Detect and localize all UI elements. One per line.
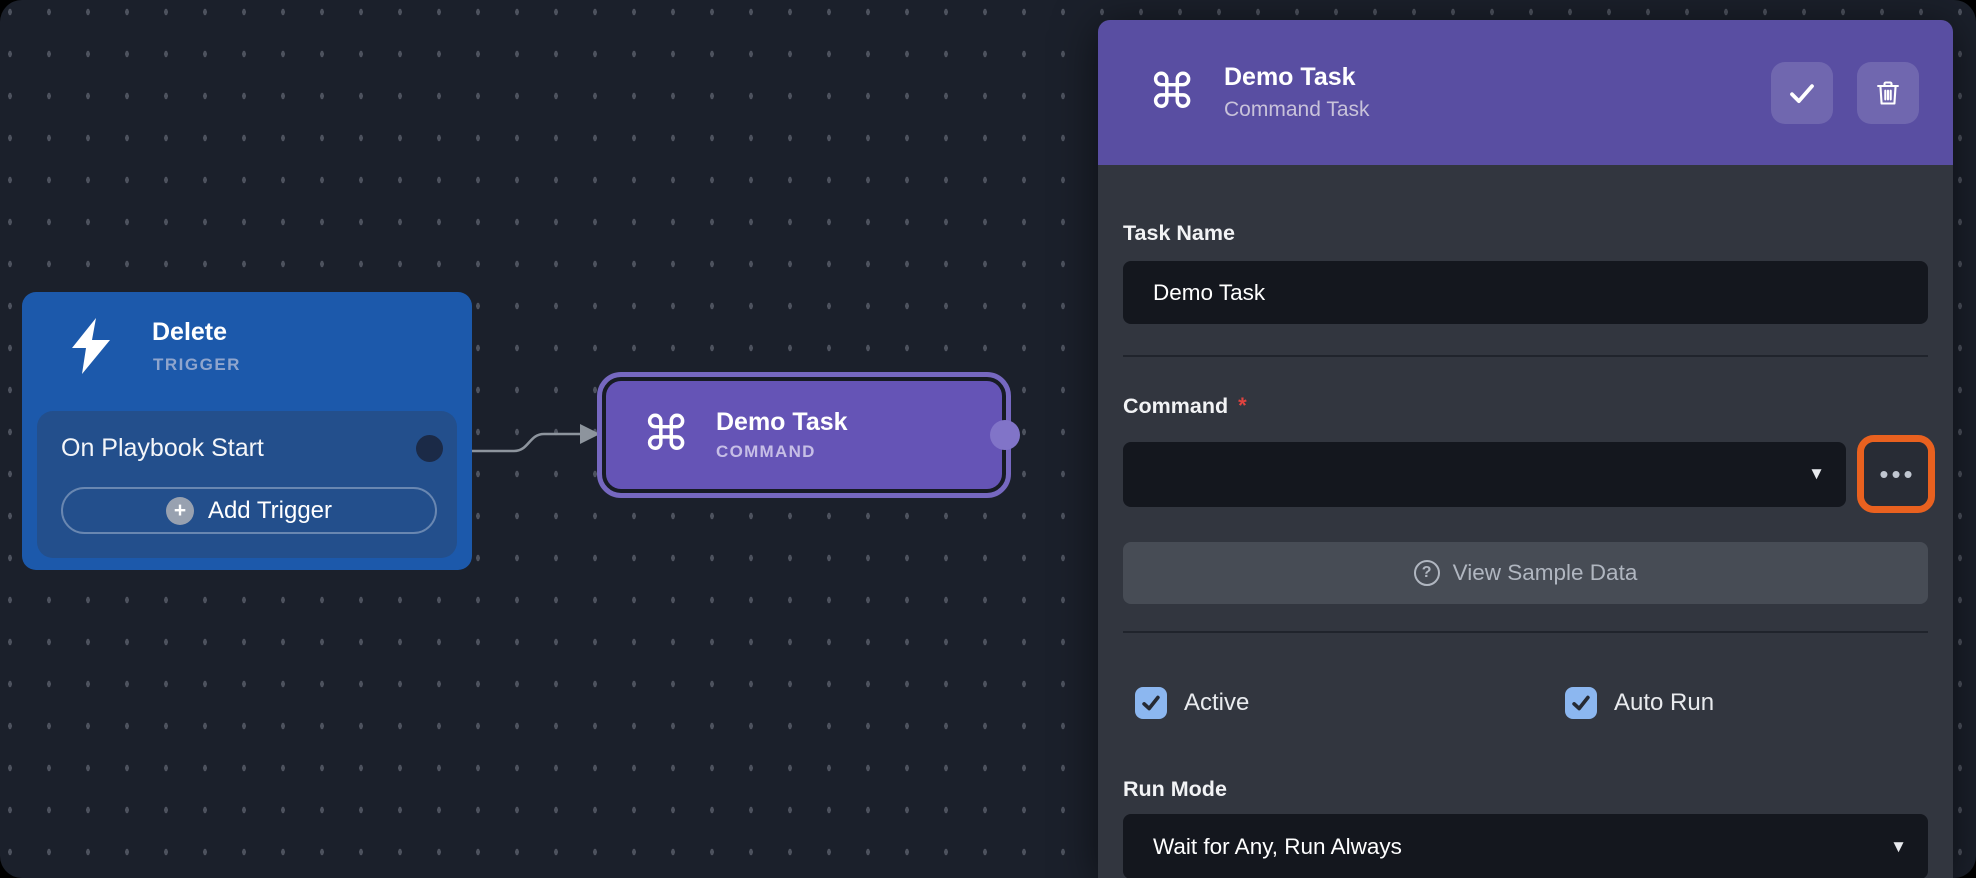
lightning-bolt-icon: [72, 318, 110, 374]
trigger-output-port[interactable]: [416, 435, 443, 462]
panel-title: Demo Task: [1224, 63, 1356, 91]
trigger-node-type-label: TRIGGER: [153, 355, 241, 374]
panel-body: Task Name Demo Task Command * ▼ •••: [1098, 221, 1953, 878]
caret-down-icon: ▼: [1890, 836, 1907, 856]
panel-header: ⌘ Demo Task Command Task: [1098, 20, 1953, 165]
command-node-title: Demo Task: [716, 408, 848, 436]
active-checkbox-label: Active: [1184, 689, 1250, 716]
view-sample-data-button[interactable]: ? View Sample Data: [1123, 542, 1928, 604]
trash-icon: [1877, 80, 1899, 105]
section-divider: [1123, 631, 1928, 633]
ellipsis-icon: •••: [1879, 458, 1916, 489]
auto-run-checkbox-group: Auto Run: [1565, 687, 1714, 719]
trigger-node[interactable]: Delete TRIGGER On Playbook Start + Add T…: [22, 292, 472, 570]
command-browse-button[interactable]: •••: [1864, 442, 1928, 506]
checkmark-icon: [1142, 695, 1160, 711]
run-mode-select[interactable]: Wait for Any, Run Always ▼: [1123, 814, 1928, 878]
add-trigger-button[interactable]: + Add Trigger: [61, 487, 437, 534]
run-mode-selected-value: Wait for Any, Run Always: [1153, 833, 1402, 859]
auto-run-checkbox-label: Auto Run: [1614, 689, 1715, 716]
task-name-label: Task Name: [1123, 221, 1235, 245]
active-checkbox-group: Active: [1135, 687, 1565, 719]
required-asterisk: *: [1238, 393, 1247, 418]
confirm-button[interactable]: [1771, 61, 1833, 124]
command-label: Command: [1123, 394, 1229, 418]
trigger-item[interactable]: On Playbook Start: [61, 434, 264, 462]
panel-header-actions: [1771, 61, 1919, 124]
question-circle-icon: ?: [1413, 560, 1440, 586]
delete-task-button[interactable]: [1857, 61, 1919, 124]
command-output-port[interactable]: [990, 420, 1020, 450]
command-node-body: ⌘ Demo Task COMMAND: [606, 381, 1002, 489]
section-divider: [1123, 355, 1928, 357]
active-checkbox[interactable]: [1135, 687, 1167, 719]
task-config-panel: ⌘ Demo Task Command Task: [1098, 20, 1953, 878]
run-mode-label: Run Mode: [1123, 777, 1227, 801]
command-node[interactable]: ⌘ Demo Task COMMAND: [597, 372, 1020, 498]
view-sample-data-label: View Sample Data: [1452, 560, 1638, 585]
add-trigger-label: Add Trigger: [207, 496, 333, 524]
trigger-node-title: Delete: [152, 318, 228, 346]
command-key-icon: ⌘: [1148, 65, 1196, 119]
caret-down-icon: ▼: [1808, 464, 1825, 483]
panel-subtitle: Command Task: [1224, 98, 1370, 121]
task-name-value: Demo Task: [1153, 279, 1266, 305]
plus-icon: +: [165, 496, 194, 525]
checkbox-row: Active Auto Run: [1123, 687, 1928, 719]
trigger-list-box: On Playbook Start + Add Trigger: [37, 411, 457, 558]
command-key-icon: ⌘: [642, 408, 690, 461]
auto-run-checkbox[interactable]: [1565, 687, 1597, 719]
highlight-ring: •••: [1857, 435, 1935, 513]
command-select[interactable]: ▼: [1123, 441, 1846, 507]
checkmark-icon: [1790, 83, 1814, 103]
command-node-type-label: COMMAND: [716, 442, 816, 461]
checkmark-icon: [1572, 695, 1590, 711]
task-name-input[interactable]: Demo Task: [1123, 261, 1928, 324]
